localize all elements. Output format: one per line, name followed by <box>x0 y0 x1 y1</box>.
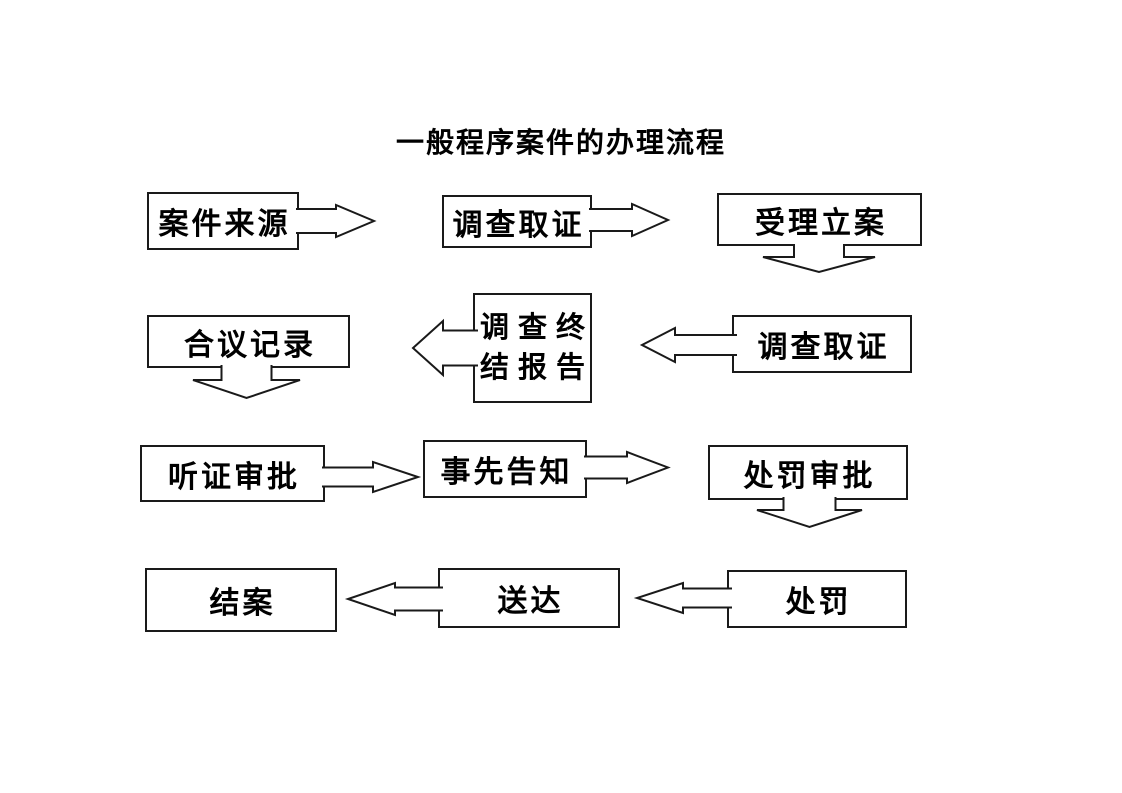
node-label-line2: 结报告 <box>480 352 595 384</box>
node-label: 事先告知 <box>440 456 573 489</box>
node-hearing-approval: 听证审批 <box>140 445 325 502</box>
node-investigate-evidence-2: 调查取证 <box>732 315 912 373</box>
node-label: 处罚 <box>785 586 852 619</box>
node-serve-documents: 送达 <box>438 568 620 628</box>
node-close-case: 结案 <box>145 568 337 632</box>
node-label: 调查取证 <box>452 208 585 242</box>
node-final-investigation-report: 调查终 结报告 <box>473 293 592 403</box>
node-investigate-evidence-1: 调查取证 <box>442 195 592 248</box>
node-penalty-approval: 处罚审批 <box>708 445 908 500</box>
node-prior-notice: 事先告知 <box>423 440 587 498</box>
arrow-case-source-to-investigate1 <box>296 203 377 239</box>
node-penalty: 处罚 <box>727 570 907 628</box>
arrow-investigate2-to-report <box>639 326 737 364</box>
node-label: 案件来源 <box>158 208 291 241</box>
arrow-investigate1-to-accept-case <box>589 202 671 238</box>
node-label-line1: 调查终 <box>480 312 595 344</box>
arrow-penalty-approval-down <box>756 497 863 529</box>
node-label: 听证审批 <box>168 460 300 494</box>
diagram-title: 一般程序案件的办理流程 <box>395 128 726 159</box>
node-label: 送达 <box>497 585 564 618</box>
arrow-penalty-to-serve <box>633 581 732 615</box>
node-label: 受理立案 <box>755 206 887 240</box>
node-collegial-record: 合议记录 <box>147 315 350 368</box>
node-case-source: 案件来源 <box>147 192 299 250</box>
arrow-prior-notice-to-penalty-approval <box>584 450 671 485</box>
node-label: 处罚审批 <box>743 459 876 493</box>
arrow-accept-case-down <box>762 244 876 274</box>
arrow-hearing-to-prior-notice <box>322 460 422 494</box>
node-accept-case: 受理立案 <box>717 193 922 246</box>
node-label: 调查取证 <box>757 331 890 364</box>
arrow-report-to-collegial-record <box>411 318 478 378</box>
node-label: 合议记录 <box>184 328 316 362</box>
arrow-collegial-record-down <box>192 365 301 400</box>
arrow-serve-to-close-case <box>344 581 443 617</box>
node-label: 结案 <box>209 587 276 620</box>
